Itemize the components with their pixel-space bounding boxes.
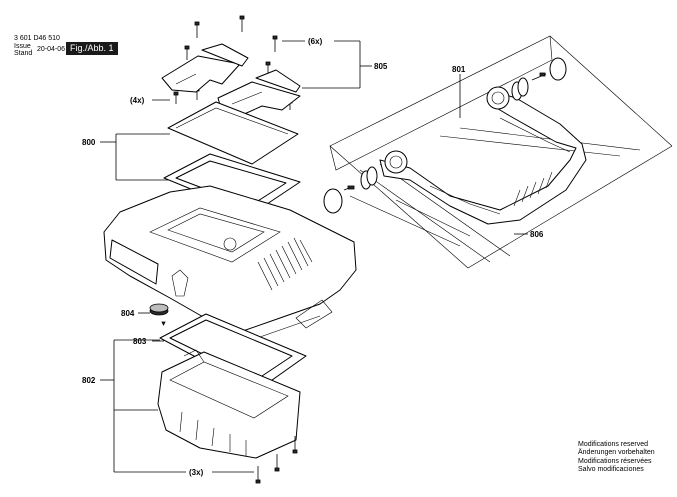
right-washers bbox=[511, 57, 567, 101]
stand-label: Stand bbox=[14, 50, 33, 57]
modifications-notes: Modifications reserved Änderungen vorbeh… bbox=[578, 441, 655, 475]
knob-804 bbox=[149, 303, 169, 326]
issue-date: 20-04-06 bbox=[37, 46, 66, 53]
gasket-frame bbox=[163, 153, 301, 215]
cover-plate-800 bbox=[167, 101, 299, 165]
bottom-screws bbox=[255, 436, 298, 484]
qty-3x-label: (3x) bbox=[189, 468, 204, 477]
callout-806: 806 bbox=[530, 230, 544, 239]
figure-label: Fig./Abb. 1 bbox=[66, 42, 118, 55]
left-washers bbox=[323, 166, 378, 214]
top-bracket-805 bbox=[161, 43, 301, 117]
qty-6x-label: (6x) bbox=[308, 37, 323, 46]
callout-803: 803 bbox=[133, 337, 147, 346]
callout-805: 805 bbox=[374, 62, 388, 71]
bottom-tray-802 bbox=[157, 349, 301, 459]
note-es: Salvo modificaciones bbox=[578, 466, 644, 474]
note-en: Modifications reserved bbox=[578, 441, 649, 448]
qty-4x-label: (4x) bbox=[130, 96, 145, 105]
drawing-number: 3 601 D46 510 bbox=[14, 35, 60, 42]
callout-lines bbox=[100, 40, 528, 473]
issue-label: Issue bbox=[14, 43, 31, 50]
main-housing bbox=[103, 185, 357, 345]
note-fr: Modifications réservées bbox=[578, 457, 652, 465]
callout-801: 801 bbox=[452, 65, 466, 74]
note-de: Änderungen vorbehalten bbox=[578, 449, 655, 457]
handle-assembly bbox=[323, 35, 673, 269]
seal-803 bbox=[159, 313, 307, 391]
callout-800: 800 bbox=[82, 138, 96, 147]
callout-802: 802 bbox=[82, 376, 96, 385]
callout-804: 804 bbox=[121, 309, 135, 318]
